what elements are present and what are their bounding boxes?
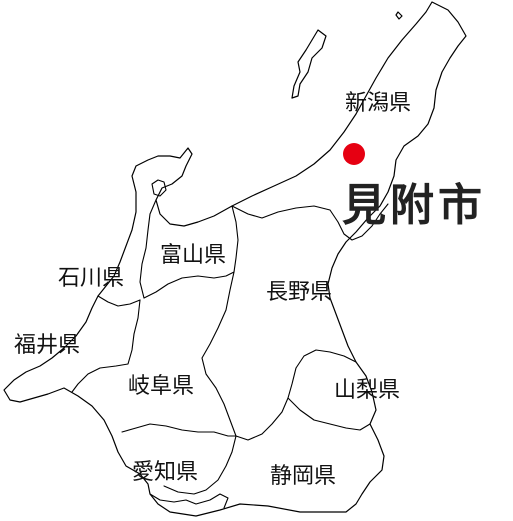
niigata-border <box>231 203 389 241</box>
pref-label-aichi: 愛知県 <box>132 460 198 485</box>
pref-label-nagano: 長野県 <box>266 280 332 305</box>
pref-label-fukui: 福井県 <box>14 333 80 358</box>
nagano-yamanashi-border <box>295 349 357 369</box>
aichi-shizuoka-border <box>235 367 297 441</box>
toyama-ishikawa-border <box>139 199 157 299</box>
toyama-gifu-border <box>143 271 235 299</box>
toyama-nagano-border <box>231 205 239 273</box>
awashima-island <box>395 11 403 20</box>
ishikawa-fukui-border <box>97 295 141 307</box>
pref-label-ishikawa: 石川県 <box>58 266 124 291</box>
chita-peninsula <box>149 493 229 509</box>
region-outline <box>3 1 467 517</box>
fukui-gifu-border <box>71 299 141 393</box>
sado-island <box>291 29 327 99</box>
gifu-aichi-border <box>121 423 237 437</box>
pref-label-gifu: 岐阜県 <box>128 374 194 399</box>
nagano-gifu-border <box>201 271 237 437</box>
city-label: 見附市 <box>342 180 486 231</box>
toyama-bay-coast <box>151 179 167 197</box>
yamanashi-shizuoka-border <box>287 397 371 431</box>
pref-label-yamanashi: 山梨県 <box>334 378 400 403</box>
pref-label-shizuoka: 静岡県 <box>270 464 336 489</box>
pref-label-toyama: 富山県 <box>160 243 226 268</box>
aichi-coast-border <box>163 435 237 495</box>
city-location-marker <box>343 143 365 165</box>
pref-label-niigata: 新潟県 <box>345 91 411 116</box>
